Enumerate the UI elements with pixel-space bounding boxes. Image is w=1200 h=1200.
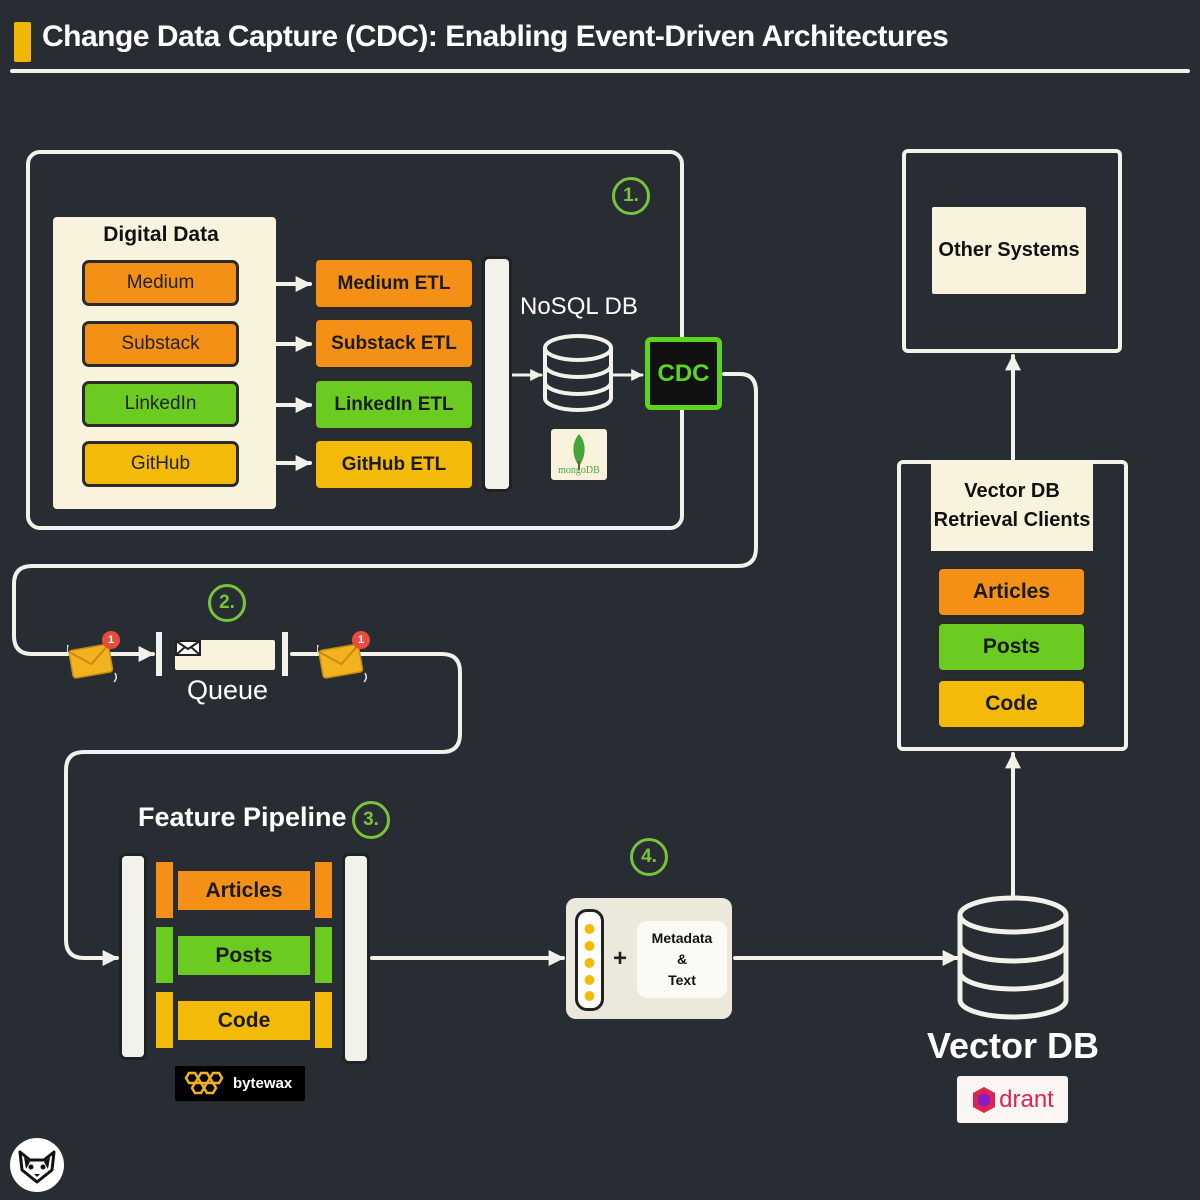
step-4-badge: 4. <box>630 838 668 876</box>
pipeline-articles-right-cap <box>315 862 332 918</box>
mongodb-leaf-icon <box>573 434 585 470</box>
qdrant-logo: drant <box>957 1076 1068 1123</box>
feature-pipeline-label: Feature Pipeline <box>138 802 347 832</box>
pipeline-left-pillar <box>119 853 147 1060</box>
qdrant-logo-text: drant <box>999 1085 1054 1113</box>
pipeline-code-right-cap <box>315 992 332 1048</box>
metadata-line: Metadata <box>651 930 713 946</box>
wolf-head-icon <box>10 1138 64 1192</box>
other-systems-section <box>902 149 1122 353</box>
etl-substack: Substack ETL <box>313 317 475 370</box>
digital-data-heading: Digital Data <box>103 223 219 246</box>
pipeline-articles-left-cap <box>156 862 173 918</box>
bytewax-logo: bytewax <box>175 1066 305 1101</box>
vector-embedding <box>575 909 604 1011</box>
pipeline-posts: Posts <box>178 936 310 975</box>
nosql-label: NoSQL DB <box>520 293 638 320</box>
etl-linkedin: LinkedIn ETL <box>313 378 475 431</box>
title-accent <box>14 22 31 62</box>
step-3-badge: 3. <box>352 801 390 839</box>
etl-github: GitHub ETL <box>313 438 475 491</box>
other-systems-box: Other Systems <box>932 207 1086 294</box>
text-line: Text <box>668 972 696 988</box>
pipeline-posts-left-cap <box>156 927 173 983</box>
pipeline-articles: Articles <box>178 871 310 910</box>
retrieval-heading-line-1: Vector DB <box>964 480 1060 502</box>
retrieval-heading-line-2: Retrieval Clients <box>933 509 1091 531</box>
queue-left-cap <box>156 632 162 676</box>
mongodb-logo-text: mongoDB <box>558 465 600 476</box>
page-title: Change Data Capture (CDC): Enabling Even… <box>42 20 949 53</box>
title-divider <box>10 69 1190 73</box>
mongodb-logo: mongoDB <box>551 429 607 480</box>
envelope-icon <box>317 643 368 683</box>
plus-sign: + <box>612 945 627 972</box>
notification-badge-right: 1 <box>352 631 370 649</box>
pipeline-code: Code <box>178 1001 310 1040</box>
queue-right-cap <box>282 632 288 676</box>
cdc-to-queue-line <box>12 372 758 662</box>
retrieval-code: Code <box>936 678 1087 730</box>
notification-badge-left: 1 <box>102 631 120 649</box>
vector-dots-icon <box>584 924 595 1001</box>
envelope-icon <box>67 643 118 683</box>
source-linkedin: LinkedIn <box>82 381 239 427</box>
pipeline-right-pillar <box>342 853 370 1064</box>
source-github: GitHub <box>82 441 239 487</box>
retrieval-articles: Articles <box>936 566 1087 618</box>
etl-medium: Medium ETL <box>313 257 475 310</box>
envelope-notification-right <box>317 637 368 683</box>
bytewax-logo-text: bytewax <box>233 1075 293 1092</box>
ampersand-line: & <box>676 951 688 967</box>
source-medium: Medium <box>82 260 239 306</box>
step-2-badge: 2. <box>208 584 246 622</box>
queue-box <box>175 640 275 670</box>
bytewax-honeycomb-icon <box>184 1071 224 1094</box>
qdrant-hexagon-icon <box>973 1086 996 1113</box>
queue-to-pipeline-line <box>64 652 462 966</box>
vector-db-label: Vector DB <box>926 1025 1100 1066</box>
step-1-badge: 1. <box>612 177 650 215</box>
pipeline-code-left-cap <box>156 992 173 1048</box>
envelope-notification-left <box>67 637 118 683</box>
wolf-logo <box>8 1136 66 1194</box>
retrieval-clients-heading: Vector DB Retrieval Clients <box>931 461 1093 551</box>
pipeline-posts-right-cap <box>315 927 332 983</box>
source-substack: Substack <box>82 321 239 367</box>
cdc-box: CDC <box>645 337 722 410</box>
retrieval-posts: Posts <box>936 621 1087 673</box>
etl-collector-bar <box>482 256 512 492</box>
queue-label: Queue <box>186 674 269 705</box>
metadata-text-box: Metadata & Text <box>637 921 727 998</box>
queue-message-icon <box>175 640 201 656</box>
